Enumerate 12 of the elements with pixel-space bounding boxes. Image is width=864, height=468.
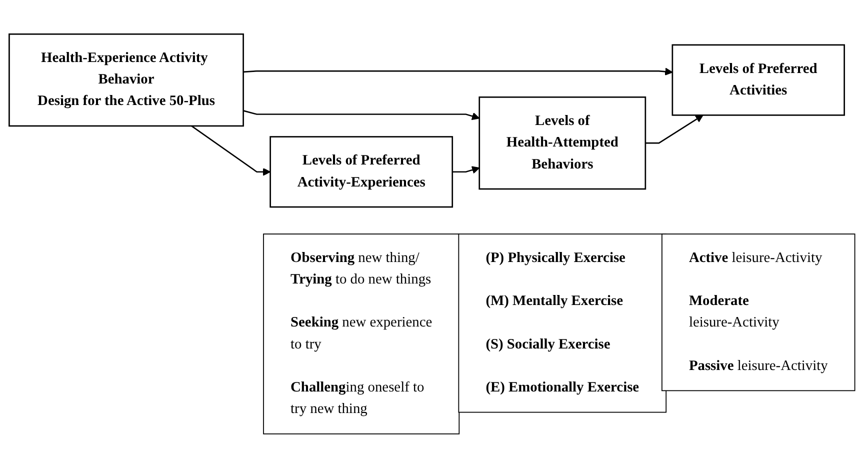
node-box: Levels of Preferred Activities bbox=[672, 44, 845, 116]
arrow bbox=[645, 114, 704, 144]
node-box: Levels of Health-Attempted Behaviors bbox=[478, 96, 646, 190]
node-box: Observing new thing/ Trying to do new things Seeking new experience to try Challenging oneself to try new thing bbox=[263, 234, 460, 434]
node-box: Health-Experience Activity Behavior Design for the Active 50-Plus bbox=[8, 33, 244, 127]
arrow bbox=[243, 110, 480, 120]
arrow bbox=[452, 166, 480, 174]
node-box: Active leisure-Activity Moderate leisure-Activity Passive leisure-Activity bbox=[661, 234, 856, 392]
arrow bbox=[191, 125, 271, 176]
node-box: Levels of Preferred Activity-Experiences bbox=[270, 136, 454, 208]
arrow bbox=[243, 68, 673, 76]
node-box: (P) Physically Exercise (M) Mentally Exercise (S) Socially Exercise (E) Emotionally Exercise bbox=[458, 234, 667, 413]
